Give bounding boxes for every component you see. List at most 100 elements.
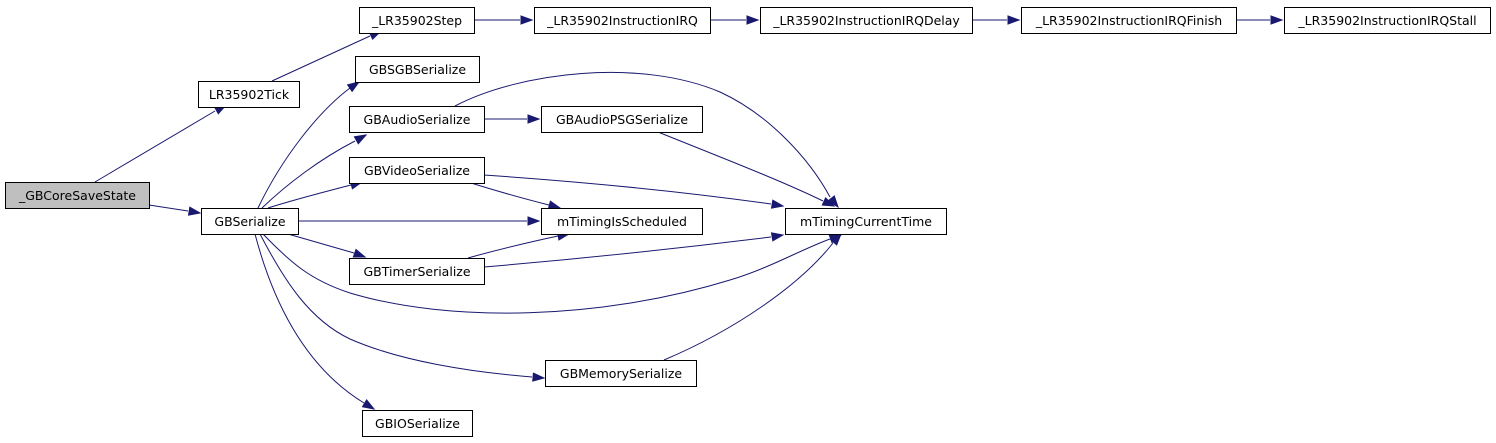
node-box[interactable] (355, 56, 480, 83)
node-root[interactable]: _GBCoreSaveState (5, 182, 150, 209)
edge-arrowhead (527, 114, 541, 124)
node-irqf[interactable]: _LR35902InstructionIRQFinish (1021, 7, 1237, 34)
node-box[interactable] (201, 208, 299, 235)
edge-line (94, 110, 216, 183)
edge-root-to-ser (148, 204, 202, 216)
edge-ser-to-audio (261, 134, 368, 209)
node-label: GBMemorySerialize (560, 366, 683, 381)
edge-arrowhead (770, 232, 785, 242)
node-video[interactable]: GBVideoSerialize (349, 157, 485, 184)
node-box[interactable] (359, 7, 475, 34)
edge-arrowhead (353, 134, 368, 145)
edge-arrowhead (352, 248, 367, 258)
edge-ser-to-mem (259, 233, 546, 382)
node-label: _LR35902InstructionIRQStall (1297, 13, 1476, 28)
node-audio[interactable]: GBAudioSerialize (349, 106, 485, 133)
edge-line (267, 184, 352, 209)
node-irqs[interactable]: _LR35902InstructionIRQStall (1284, 7, 1491, 34)
node-psg[interactable]: GBAudioPSGSerialize (541, 106, 703, 133)
node-irqd[interactable]: _LR35902InstructionIRQDelay (760, 7, 973, 34)
edge-line (262, 233, 831, 314)
node-box[interactable] (349, 157, 485, 184)
edge-line (257, 87, 351, 209)
node-label: GBAudioPSGSerialize (556, 112, 688, 127)
edge-line (483, 174, 772, 205)
edge-line (663, 242, 834, 361)
edge-arrowhead (1270, 15, 1284, 25)
node-irq[interactable]: _LR35902InstructionIRQ (534, 7, 711, 34)
edge-line (287, 233, 355, 254)
edge-root-to-tick (94, 104, 228, 183)
edge-arrowhead (821, 196, 836, 207)
edge-ser-to-io (254, 233, 376, 410)
node-label: GBSGBSerialize (369, 62, 466, 77)
edge-line (261, 140, 356, 209)
node-label: GBAudioSerialize (364, 112, 471, 127)
node-box[interactable] (5, 182, 150, 209)
edge-arrowhead (746, 15, 760, 25)
node-label: _LR35902InstructionIRQ (546, 13, 698, 28)
node-box[interactable] (541, 208, 703, 235)
node-label: GBTimerSerialize (363, 264, 470, 279)
node-sgb[interactable]: GBSGBSerialize (355, 56, 480, 83)
node-box[interactable] (760, 7, 973, 34)
node-box[interactable] (785, 208, 947, 235)
edge-line (454, 71, 831, 198)
edge-arrowhead (361, 399, 376, 410)
edge-line (470, 182, 550, 206)
edge-audio-to-cur (454, 71, 839, 209)
edge-video-to-cur (483, 174, 785, 209)
node-box[interactable] (349, 258, 485, 285)
edge-timer-to-cur (483, 232, 785, 268)
node-label: LR35902Tick (209, 87, 290, 102)
node-box[interactable] (534, 7, 711, 34)
node-box[interactable] (349, 106, 485, 133)
edge-line (657, 131, 824, 202)
edge-ser-to-timer (287, 233, 367, 258)
node-timer[interactable]: GBTimerSerialize (349, 258, 485, 285)
node-cur[interactable]: mTimingCurrentTime (785, 208, 947, 235)
edge-mem-to-cur (663, 232, 842, 361)
edge-ser-to-sgb (257, 81, 361, 209)
node-ser[interactable]: GBSerialize (201, 208, 299, 235)
node-label: _LR35902InstructionIRQDelay (772, 13, 960, 28)
edge-audio-to-psg (484, 114, 541, 124)
edge-ser-to-sched (298, 216, 541, 226)
edge-psg-to-cur (657, 131, 836, 207)
node-label: GBIOSerialize (375, 416, 460, 431)
edge-line (483, 236, 772, 268)
node-label: _GBCoreSaveState (18, 188, 136, 203)
edge-timer-to-sched (467, 231, 571, 259)
node-label: _LR35902Step (371, 13, 462, 28)
edge-line (271, 35, 371, 82)
edges-layer (94, 15, 1284, 410)
edge-arrowhead (532, 372, 546, 382)
edge-video-to-sched (470, 182, 562, 210)
node-io[interactable]: GBIOSerialize (362, 410, 473, 437)
node-label: GBVideoSerialize (364, 163, 470, 178)
node-box[interactable] (1021, 7, 1237, 34)
node-mem[interactable]: GBMemorySerialize (545, 360, 697, 387)
node-box[interactable] (541, 106, 703, 133)
edge-irq-to-irqd (710, 15, 760, 25)
edge-line (259, 233, 533, 378)
node-box[interactable] (1284, 7, 1491, 34)
node-label: mTimingCurrentTime (800, 214, 932, 229)
edge-ser-to-video (267, 180, 364, 209)
node-step[interactable]: _LR35902Step (359, 7, 475, 34)
edge-arrowhead (829, 232, 842, 246)
edge-arrowhead (520, 15, 534, 25)
edge-arrowhead (547, 200, 562, 210)
node-box[interactable] (198, 81, 300, 108)
node-box[interactable] (545, 360, 697, 387)
node-sched[interactable]: mTimingIsScheduled (541, 208, 703, 235)
edge-line (467, 235, 559, 259)
node-label: _LR35902InstructionIRQFinish (1035, 13, 1222, 28)
edge-line (254, 233, 365, 404)
edge-arrowhead (1007, 15, 1021, 25)
edge-arrowhead (187, 206, 202, 216)
node-box[interactable] (362, 410, 473, 437)
node-tick[interactable]: LR35902Tick (198, 81, 300, 108)
